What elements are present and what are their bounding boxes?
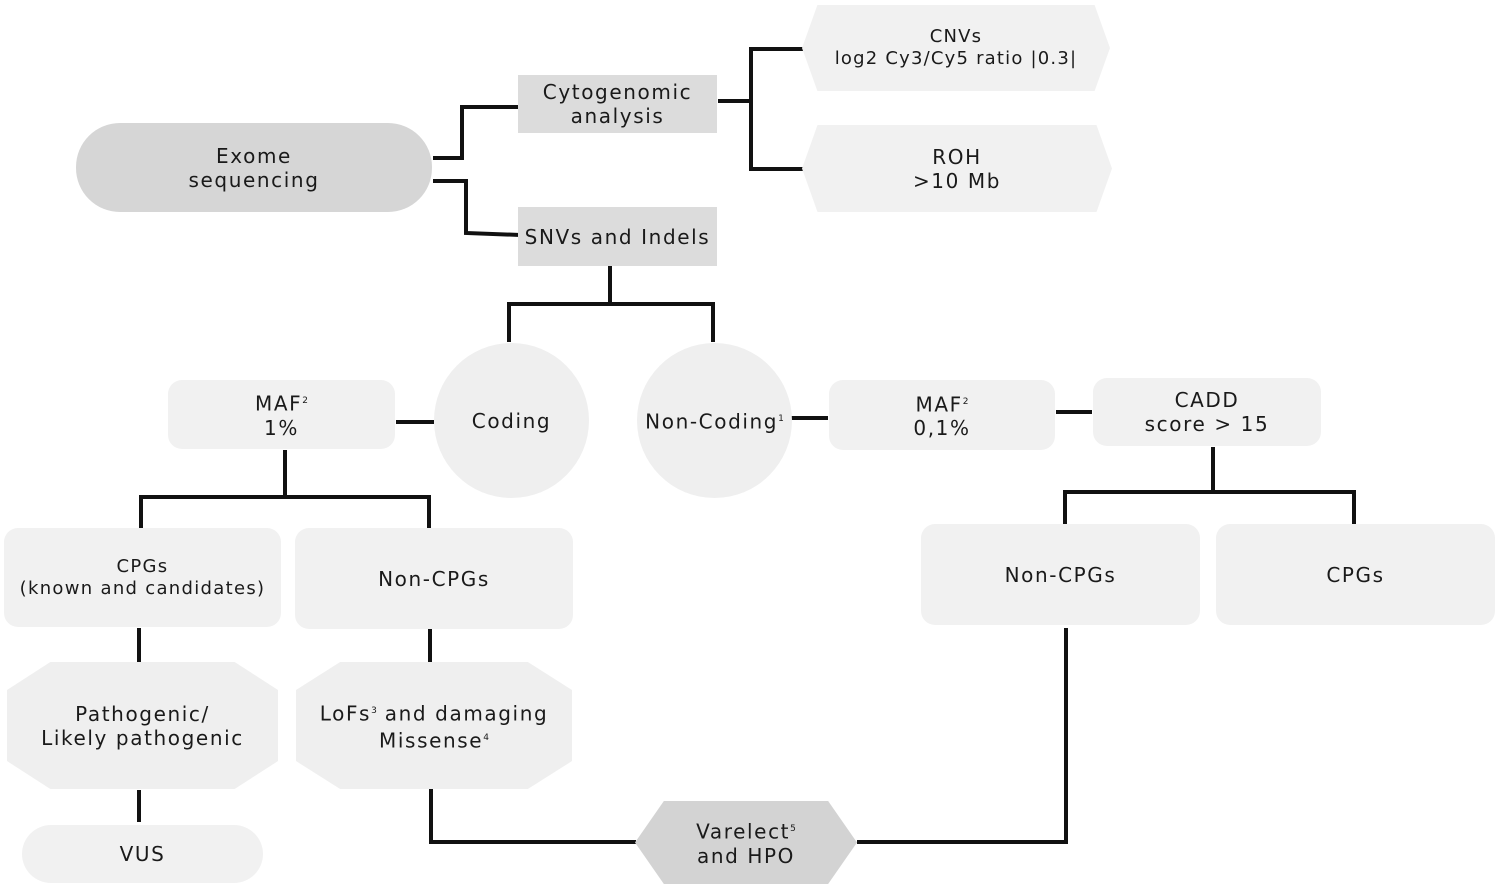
maf-coding-footnote: 2 <box>302 396 308 407</box>
varelect-footnote: 5 <box>790 824 796 835</box>
maf-noncoding-line2: 0,1% <box>913 416 971 441</box>
cpgs-right-node: CPGs <box>1216 524 1495 625</box>
vus-node: VUS <box>22 825 263 883</box>
connector-noncpgs-varelect <box>857 628 1068 844</box>
missense-footnote: 4 <box>483 732 489 743</box>
non-cpgs-right-label: Non-CPGs <box>1004 562 1117 587</box>
exome-label-line2: sequencing <box>188 167 320 192</box>
connector-cpg-fork-right <box>1063 490 1356 524</box>
cpgs-left-line2: (known and candidates) <box>19 577 266 599</box>
cadd-node: CADD score > 15 <box>1093 378 1321 446</box>
pathogenic-line2: Likely pathogenic <box>41 725 244 750</box>
non-coding-node: Non-Coding1 <box>637 343 792 498</box>
maf-coding-node: MAF2 1% <box>168 380 395 449</box>
connector-lofs-varelect <box>429 789 636 844</box>
maf-noncoding-node: MAF2 0,1% <box>829 380 1055 450</box>
roh-node: ROH >10 Mb <box>802 125 1112 212</box>
lofs-line1: LoFs3 and damaging <box>319 701 549 726</box>
maf-coding-line1: MAF2 <box>255 391 308 416</box>
cytogenomic-label-line1: Cytogenomic <box>542 80 693 104</box>
pathogenic-node: Pathogenic/ Likely pathogenic <box>7 662 278 789</box>
maf-coding-line2: 1% <box>264 415 299 440</box>
varelect-line2: and HPO <box>696 843 796 868</box>
maf-noncoding-footnote: 2 <box>962 396 969 407</box>
non-cpgs-right-node: Non-CPGs <box>921 524 1200 625</box>
roh-label-line2: >10 Mb <box>912 168 1002 193</box>
vus-label: VUS <box>119 842 166 866</box>
maf-noncoding-line1: MAF2 <box>915 392 969 417</box>
exome-sequencing-node: Exome sequencing <box>76 123 432 212</box>
cnvs-node: CNVs log2 Cy3/Cy5 ratio |0.3| <box>802 5 1110 91</box>
connector-exome-cytogenomic <box>433 105 518 160</box>
snvs-indels-node: SNVs and Indels <box>518 207 717 266</box>
lofs-footnote: 3 <box>371 705 377 716</box>
connector-fork-cnvs-roh <box>749 47 803 171</box>
snvs-label: SNVs and Indels <box>524 224 711 249</box>
cadd-label-line2: score > 15 <box>1144 412 1270 436</box>
connector-exome-snvs <box>433 179 521 237</box>
roh-label-line1: ROH <box>932 144 982 169</box>
cpgs-left-line1: CPGs <box>116 555 169 577</box>
cpgs-left-node: CPGs (known and candidates) <box>4 528 281 627</box>
non-coding-footnote: 1 <box>778 414 784 425</box>
connector-cpg-fork-left <box>139 495 431 528</box>
coding-node: Coding <box>434 343 589 498</box>
connector-coding-noncoding-fork <box>507 302 715 342</box>
lofs-missense-node: LoFs3 and damaging Missense4 <box>296 662 572 789</box>
non-coding-label: Non-Coding1 <box>645 409 784 434</box>
cytogenomic-label-line2: analysis <box>570 104 665 128</box>
cnvs-label-line1: CNVs <box>929 26 983 47</box>
cnvs-label-line2: log2 Cy3/Cy5 ratio |0.3| <box>834 48 1078 69</box>
non-cpgs-left-node: Non-CPGs <box>295 528 573 629</box>
non-cpgs-left-label: Non-CPGs <box>378 566 490 591</box>
varelect-hpo-node: Varelect5 and HPO <box>635 801 857 884</box>
cytogenomic-analysis-node: Cytogenomic analysis <box>518 75 717 133</box>
varelect-line1: Varelect5 <box>696 819 796 844</box>
lofs-line2: Missense4 <box>379 728 489 753</box>
cpgs-right-label: CPGs <box>1326 562 1385 587</box>
cadd-label-line1: CADD <box>1174 388 1240 412</box>
coding-label: Coding <box>471 408 552 433</box>
pathogenic-line1: Pathogenic/ <box>75 701 210 726</box>
exome-label-line1: Exome <box>216 143 292 168</box>
